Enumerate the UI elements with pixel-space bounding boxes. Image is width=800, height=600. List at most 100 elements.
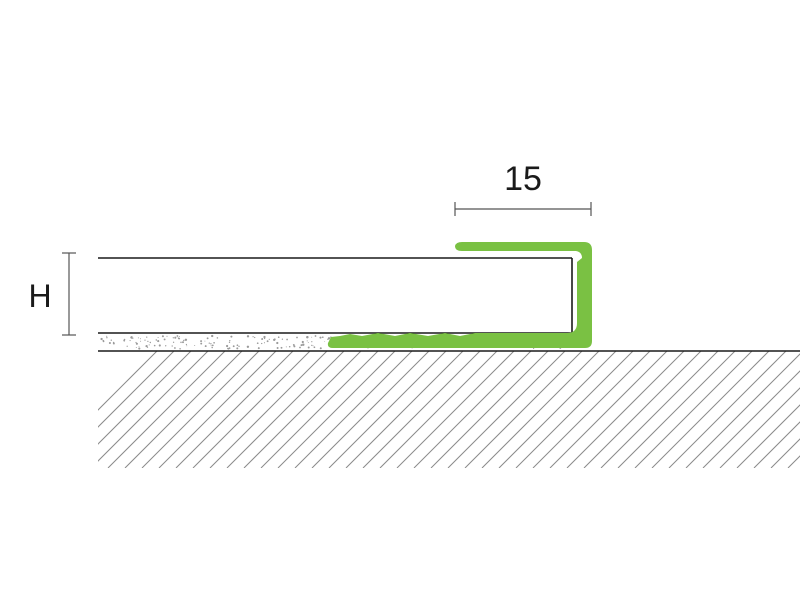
adhesive-speckle (306, 335, 309, 339)
adhesive-speckle (307, 342, 309, 344)
adhesive-speckle (288, 345, 291, 348)
adhesive-speckle (144, 339, 146, 341)
adhesive-speckle (139, 338, 142, 340)
adhesive-speckle (256, 342, 259, 345)
adhesive-speckle (194, 345, 196, 346)
adhesive-speckle (161, 335, 164, 338)
adhesive-speckle (208, 342, 210, 344)
hatch-line (396, 351, 515, 468)
adhesive-speckle (216, 337, 219, 339)
adhesive-speckle (174, 347, 176, 349)
adhesive-speckle (261, 342, 263, 345)
adhesive-speckle (106, 335, 108, 337)
adhesive-speckle (123, 339, 125, 342)
adhesive-speckle (130, 336, 133, 339)
adhesive-speckle (306, 340, 308, 342)
substrate-hatch (98, 351, 800, 468)
adhesive-speckle (157, 340, 160, 343)
adhesive-speckle (153, 344, 156, 347)
adhesive-speckle (276, 341, 279, 345)
adhesive-speckle (254, 336, 256, 339)
adhesive-speckle (268, 338, 270, 340)
adhesive-speckle (172, 337, 174, 339)
hatch-line (447, 351, 566, 468)
hatch-line (98, 351, 192, 445)
hatch-line (413, 351, 532, 468)
adhesive-speckle (146, 336, 148, 338)
hatch-line (702, 370, 800, 468)
adhesive-speckle (299, 346, 301, 349)
adhesive-speckle (226, 344, 229, 348)
adhesive-speckle (166, 335, 168, 337)
adhesive-speckle (319, 336, 322, 339)
adhesive-speckle (238, 345, 240, 348)
adhesive-speckle (229, 339, 231, 342)
adhesive-speckle (210, 345, 212, 347)
adhesive-speckle (301, 340, 304, 344)
adhesive-speckle (252, 336, 254, 338)
hatch-line (736, 404, 800, 468)
adhesive-speckle (285, 346, 287, 348)
adhesive-speckle (163, 338, 166, 341)
adhesive-speckle (296, 336, 298, 339)
adhesive-speckle (165, 345, 167, 347)
adhesive-speckle (147, 346, 149, 348)
adhesive-speckle (263, 342, 266, 344)
hatch-line (719, 387, 800, 468)
adhesive-speckle (108, 341, 111, 345)
adhesive-speckle (319, 347, 322, 350)
adhesive-speckle (311, 336, 313, 338)
adhesive-speckle (307, 346, 310, 349)
hatch-line (600, 351, 719, 468)
adhesive-speckle (110, 339, 112, 341)
adhesive-speckle (314, 335, 317, 337)
adhesive-speckle (178, 336, 180, 337)
hatch-line (532, 351, 651, 468)
adhesive-speckle (230, 335, 233, 338)
adhesive-speckle (211, 344, 214, 347)
hatch-line (124, 351, 243, 468)
adhesive-speckle (211, 346, 213, 349)
adhesive-speckle (312, 345, 314, 347)
adhesive-speckle (292, 343, 295, 346)
adhesive-speckle (228, 341, 231, 343)
adhesive-speckle (206, 337, 209, 340)
hatch-line (209, 351, 328, 468)
hatch-line (362, 351, 481, 468)
adhesive-speckle (204, 340, 206, 342)
adhesive-speckle (184, 338, 188, 341)
adhesive-speckle (182, 341, 184, 344)
adhesive-speckle (257, 347, 260, 350)
adhesive-speckle (324, 340, 326, 342)
hatch-line (328, 351, 447, 468)
adhesive-speckle (177, 337, 180, 340)
adhesive-speckle (172, 341, 175, 343)
hatch-line (311, 351, 430, 468)
hatch-line (98, 351, 175, 428)
adhesive-speckle (158, 344, 161, 347)
adhesive-speckle (102, 340, 105, 343)
adhesive-speckle (311, 344, 313, 347)
adhesive-speckle (138, 346, 140, 348)
hatch-line (668, 351, 787, 468)
hatch-line (566, 351, 685, 468)
adhesive-speckle (183, 339, 185, 342)
hatch-line (345, 351, 464, 468)
adhesive-speckle (137, 337, 139, 339)
adhesive-speckle (148, 344, 150, 346)
adhesive-speckle (180, 341, 182, 344)
adhesive-speckle (286, 338, 288, 341)
adhesive-speckle (263, 337, 266, 340)
adhesive-speckle (227, 348, 230, 350)
hatch-line (98, 351, 158, 411)
hatch-line (175, 351, 294, 468)
hatch-line (464, 351, 583, 468)
adhesive-speckle (149, 341, 152, 344)
hatch-line (549, 351, 668, 468)
adhesive-speckle (266, 340, 269, 343)
adhesive-speckle (276, 347, 279, 349)
adhesive-speckle (263, 335, 266, 339)
adhesive-speckle (147, 340, 149, 343)
adhesive-speckle (281, 338, 284, 340)
adhesive-speckle (327, 338, 329, 341)
